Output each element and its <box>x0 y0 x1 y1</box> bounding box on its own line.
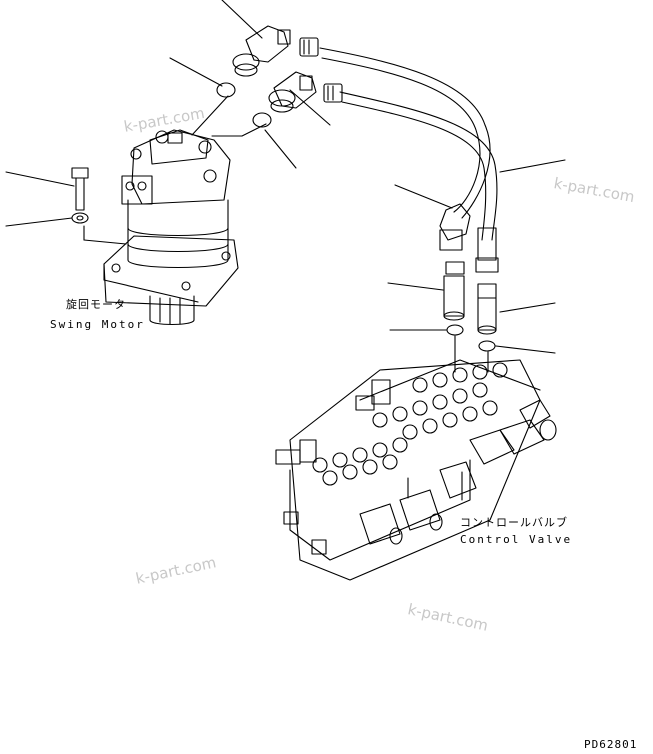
leader-lines <box>5 0 566 373</box>
swing-motor-label-en: Swing Motor <box>50 318 145 331</box>
drawing-code: PD62801 <box>584 738 638 751</box>
swing-motor <box>103 129 239 326</box>
control-valve-label-en: Control Valve <box>460 533 573 546</box>
elbow-fitting-lower <box>268 71 317 113</box>
elbow-fitting-upper <box>232 25 291 77</box>
swing-motor-label-jp: 旋回モータ <box>66 298 126 311</box>
o-rings-valve <box>446 324 496 352</box>
control-valve <box>275 359 557 581</box>
control-valve-label-jp: コントロールバルブ <box>460 516 568 529</box>
adapter-left <box>443 261 465 321</box>
bolt <box>71 167 89 211</box>
hydraulic-hose-2 <box>323 83 499 273</box>
o-rings-top <box>216 82 272 128</box>
adapter-right <box>477 283 497 335</box>
hydraulic-hose-1 <box>299 37 491 251</box>
washer <box>71 212 89 224</box>
